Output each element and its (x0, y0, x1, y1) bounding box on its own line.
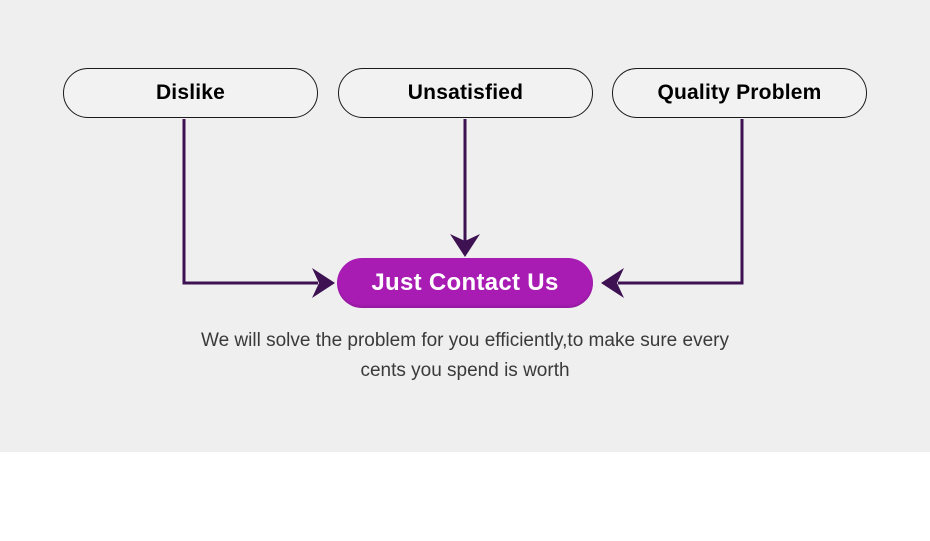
just-contact-us-label: Just Contact Us (371, 269, 559, 296)
node-unsatisfied-label: Unsatisfied (407, 81, 524, 104)
just-contact-us-button[interactable]: Just Contact Us (337, 258, 593, 308)
node-dislike: Dislike (63, 68, 318, 118)
caption-line-2: cents you spend is worth (360, 360, 570, 381)
node-quality-problem-label: Quality Problem (657, 81, 822, 104)
bottom-white-band (0, 452, 930, 541)
caption-line-1: We will solve the problem for you effici… (200, 330, 729, 351)
node-unsatisfied: Unsatisfied (338, 68, 593, 118)
caption: We will solve the problem for you effici… (0, 326, 930, 386)
node-quality-problem: Quality Problem (612, 68, 867, 118)
node-dislike-label: Dislike (155, 81, 226, 104)
